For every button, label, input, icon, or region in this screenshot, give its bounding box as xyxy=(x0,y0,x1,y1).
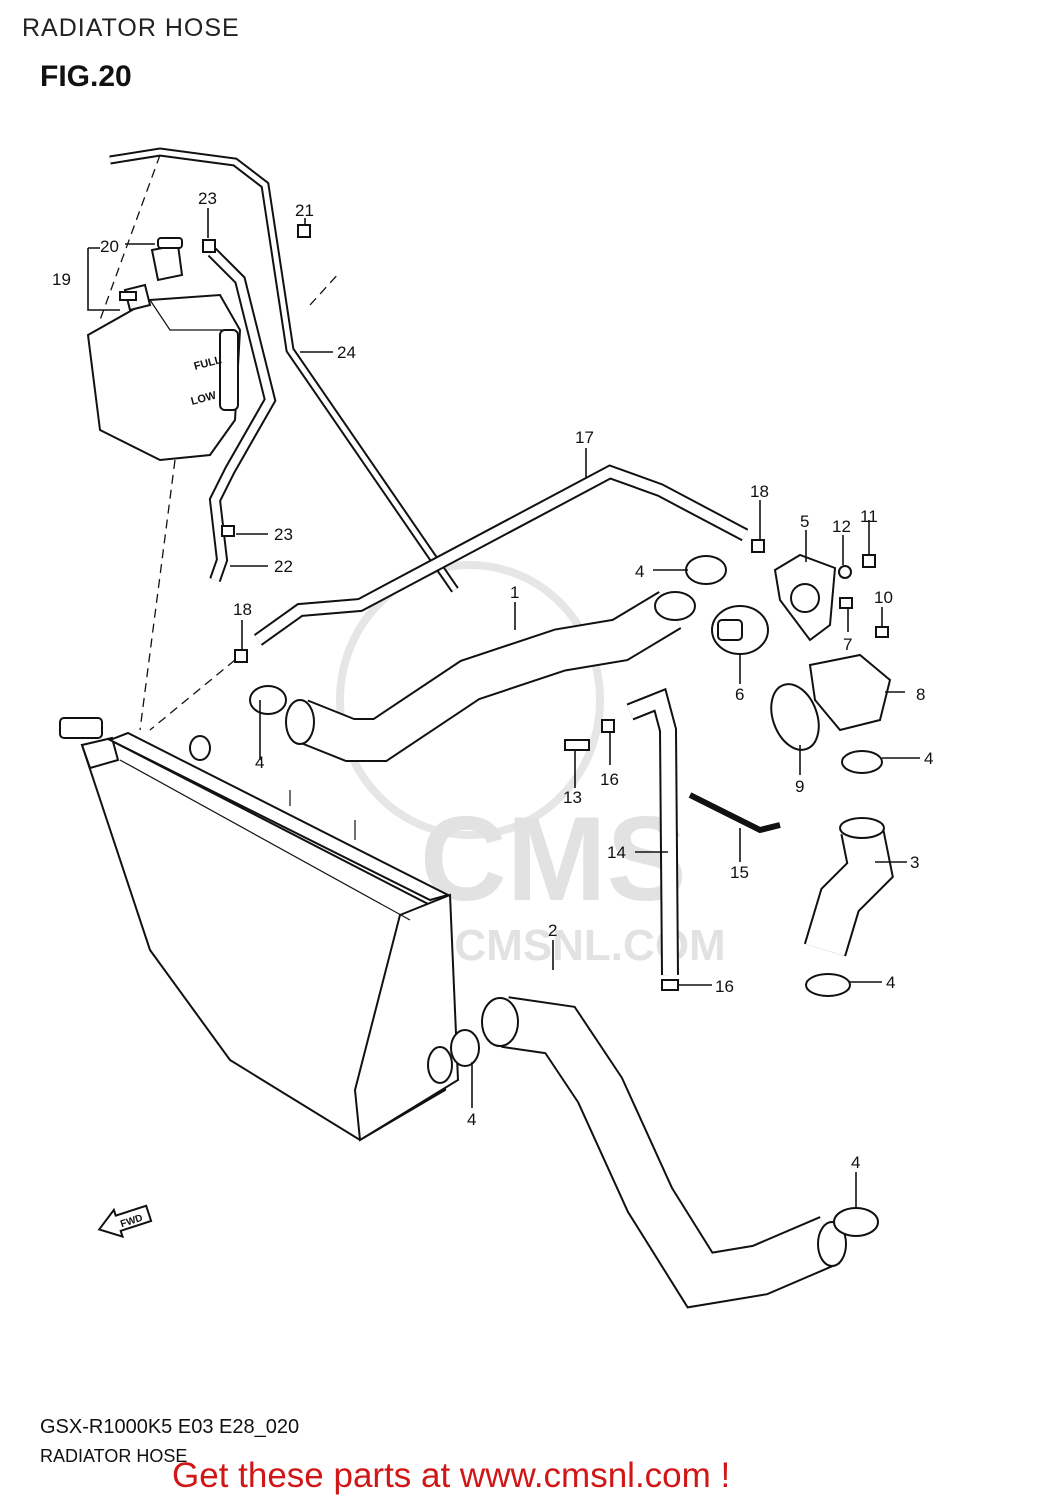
reservoir-hose xyxy=(209,249,275,582)
callout-11: 11 xyxy=(860,507,878,526)
callout-16a: 16 xyxy=(600,770,619,789)
thermostat-case xyxy=(808,653,892,732)
callout-4a: 4 xyxy=(635,562,644,581)
section-name: RADIATOR HOSE xyxy=(40,1446,188,1466)
callout-21: 21 xyxy=(295,201,314,220)
breather-hose xyxy=(627,690,677,976)
o-ring xyxy=(770,683,820,751)
watermark-brand: CMS xyxy=(420,792,687,926)
callout-23b: 23 xyxy=(274,525,293,544)
callout-6: 6 xyxy=(735,685,744,704)
model-code: GSX-R1000K5 E03 E28_020 xyxy=(40,1416,300,1438)
fasteners xyxy=(119,224,889,991)
callout-15: 15 xyxy=(730,863,749,882)
page-title: RADIATOR HOSE xyxy=(22,14,240,42)
callout-4e: 4 xyxy=(467,1110,476,1129)
figure-number: FIG.20 xyxy=(40,60,132,93)
callout-12: 12 xyxy=(832,517,851,536)
callout-17: 17 xyxy=(575,428,594,447)
callout-1: 1 xyxy=(510,583,519,602)
callout-19: 19 xyxy=(52,270,71,289)
water-pump-hose xyxy=(805,826,892,956)
callout-20: 20 xyxy=(100,237,119,256)
callout-7: 7 xyxy=(843,635,852,654)
radiator xyxy=(59,717,460,1142)
callout-2: 2 xyxy=(548,921,557,940)
callout-4c: 4 xyxy=(255,753,264,772)
callout-5: 5 xyxy=(800,512,809,531)
callout-4f: 4 xyxy=(851,1153,860,1172)
forward-direction-arrow: FWD xyxy=(97,1204,153,1239)
clamp-band xyxy=(688,792,781,834)
callout-14: 14 xyxy=(607,843,626,862)
leader-lines xyxy=(87,208,920,1208)
callouts: 19 20 23 21 24 23 22 18 17 1 18 5 12 11 … xyxy=(52,189,933,1172)
callout-18a: 18 xyxy=(233,600,252,619)
callout-22: 22 xyxy=(274,557,293,576)
upper-radiator-hose xyxy=(292,592,681,760)
bypass-hose xyxy=(255,466,748,645)
callout-4d: 4 xyxy=(886,973,895,992)
callout-3: 3 xyxy=(910,853,919,872)
assembly-lines xyxy=(99,154,341,731)
callout-8: 8 xyxy=(916,685,925,704)
promo-link-text[interactable]: Get these parts at www.cmsnl.com ! xyxy=(172,1456,731,1495)
callout-4b: 4 xyxy=(924,749,933,768)
reservoir-tank: FULL LOW xyxy=(86,237,242,462)
callout-10: 10 xyxy=(874,588,893,607)
callout-13: 13 xyxy=(563,788,582,807)
lower-radiator-hose xyxy=(501,998,840,1307)
callout-16b: 16 xyxy=(715,977,734,996)
callout-23a: 23 xyxy=(198,189,217,208)
callout-18b: 18 xyxy=(750,482,769,501)
thermostat xyxy=(711,605,769,655)
callout-9: 9 xyxy=(795,777,804,796)
callout-24: 24 xyxy=(337,343,356,362)
